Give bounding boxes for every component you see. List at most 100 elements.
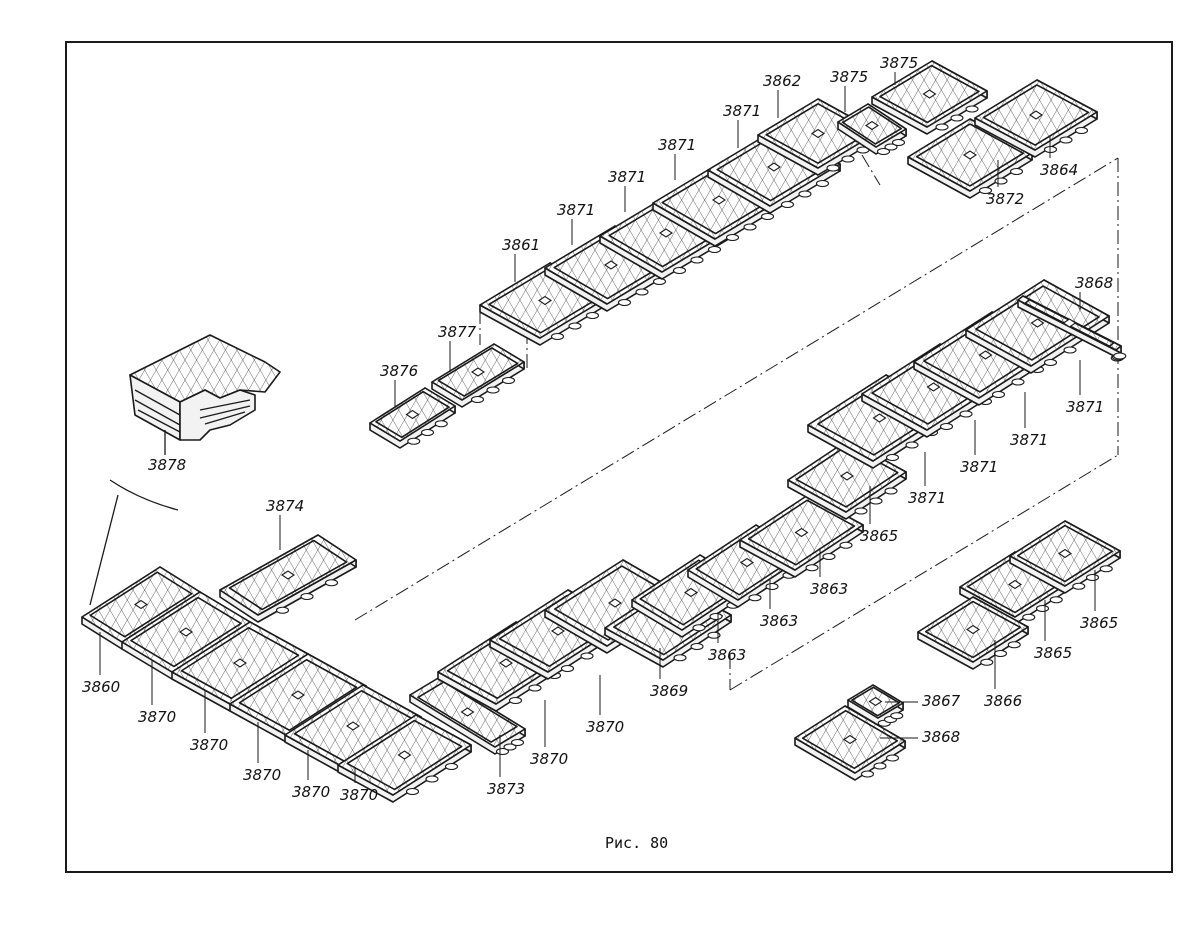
plate-center-mark: [471, 367, 485, 377]
plate-border: [915, 123, 1025, 187]
plate-3870: [171, 621, 309, 712]
callout-3869: 3869: [650, 682, 688, 700]
callout-3864: 3864: [1040, 161, 1078, 179]
plate-foot: [826, 164, 840, 172]
plate-foot: [300, 592, 314, 601]
plate-3865: [1009, 520, 1121, 594]
plate-foot: [434, 420, 448, 428]
plate-foot: [1007, 641, 1021, 649]
plate-foot: [891, 138, 906, 147]
plate-center-mark: [538, 295, 552, 306]
plate-foot: [822, 552, 836, 561]
plate-3863: [739, 494, 864, 578]
callout-3870: 3870: [190, 736, 228, 754]
callout-3865: 3865: [1080, 614, 1118, 632]
callout-3871: 3871: [658, 136, 696, 154]
plate-foot: [885, 453, 900, 462]
plate-foot: [1113, 352, 1127, 360]
drawing-frame: [65, 41, 1173, 873]
plate-border: [924, 600, 1022, 659]
callout-3866: 3866: [984, 692, 1022, 710]
plate-3868: [794, 705, 906, 781]
plate-foot: [501, 376, 516, 385]
plate-center-mark: [397, 750, 412, 760]
plate-border: [801, 709, 899, 770]
plate-foot: [580, 652, 594, 660]
plate-border: [795, 444, 899, 508]
plate-center-mark: [604, 260, 618, 270]
figure-caption: Рис. 80: [605, 834, 668, 852]
rail-detail-front: [179, 389, 256, 441]
plate-foot: [690, 256, 704, 264]
plate-border: [747, 499, 856, 566]
plate-foot: [1049, 596, 1063, 604]
callout-3870: 3870: [292, 783, 330, 801]
plate-center-mark: [1029, 110, 1043, 120]
plate-center-mark: [865, 120, 879, 131]
plate-foot: [707, 631, 721, 639]
plate-foot: [798, 190, 812, 198]
detail-pointer: [89, 494, 119, 606]
plate-foot: [673, 654, 687, 662]
plate-foot: [324, 579, 339, 587]
callout-3865: 3865: [1034, 644, 1072, 662]
plate-foot: [959, 410, 973, 418]
plate-foot: [935, 123, 949, 131]
plate-foot: [503, 743, 517, 751]
callout-3876: 3876: [380, 362, 418, 380]
callout-3871: 3871: [908, 489, 946, 507]
plate-3875: [837, 103, 907, 156]
plate-foot: [725, 233, 740, 242]
callout-3863: 3863: [810, 580, 848, 598]
plate-border: [375, 390, 450, 439]
plate-foot: [939, 422, 954, 431]
plate-foot: [672, 266, 687, 275]
plate-foot: [1011, 378, 1025, 386]
plate-border: [879, 64, 980, 124]
plate-foot: [420, 428, 435, 437]
plate-center-mark: [843, 734, 857, 745]
plate-foot: [991, 390, 1006, 399]
plate-center-mark: [1030, 318, 1045, 328]
plate-foot: [1099, 565, 1113, 573]
plate-foot: [839, 541, 853, 549]
callout-3870: 3870: [530, 750, 568, 768]
plate-foot: [869, 497, 883, 505]
plate-3868: [1017, 295, 1127, 362]
callout-3871: 3871: [1010, 431, 1048, 449]
plate-foot: [854, 507, 868, 515]
plate-foot: [994, 177, 1008, 185]
projection-line: [861, 154, 881, 186]
callout-3863: 3863: [708, 646, 746, 664]
rail-detail-ribs: [134, 389, 251, 433]
plate-foot: [885, 754, 900, 762]
plate-foot: [707, 245, 722, 254]
plate-foot: [692, 624, 706, 632]
callout-3873: 3873: [487, 780, 525, 798]
callout-3874: 3874: [266, 497, 304, 515]
plate-border: [1024, 298, 1115, 348]
plate-foot: [1072, 582, 1086, 590]
plate-foot: [1063, 346, 1077, 354]
plate-foot: [1059, 136, 1073, 144]
plate-3871: [965, 279, 1110, 374]
plate-foot: [743, 223, 757, 231]
plate-center-mark: [868, 696, 883, 707]
plate-border: [238, 658, 358, 732]
plate-center-mark: [740, 557, 754, 568]
plate-center-mark: [405, 409, 420, 420]
plate-foot: [510, 738, 525, 747]
plate-center-mark: [1058, 548, 1072, 559]
plate-border: [228, 539, 348, 611]
plate-center-mark: [712, 195, 726, 205]
plate-center-mark: [811, 128, 825, 139]
plate-3866: [917, 596, 1029, 670]
plate-center-mark: [1062, 318, 1077, 328]
plate-foot: [950, 114, 964, 122]
plate-border: [180, 626, 300, 700]
plate-center-mark: [922, 89, 937, 99]
callout-3870: 3870: [340, 786, 378, 804]
plate-foot: [407, 437, 421, 445]
plate-center-mark: [840, 471, 854, 481]
plate-center-mark: [926, 382, 941, 392]
